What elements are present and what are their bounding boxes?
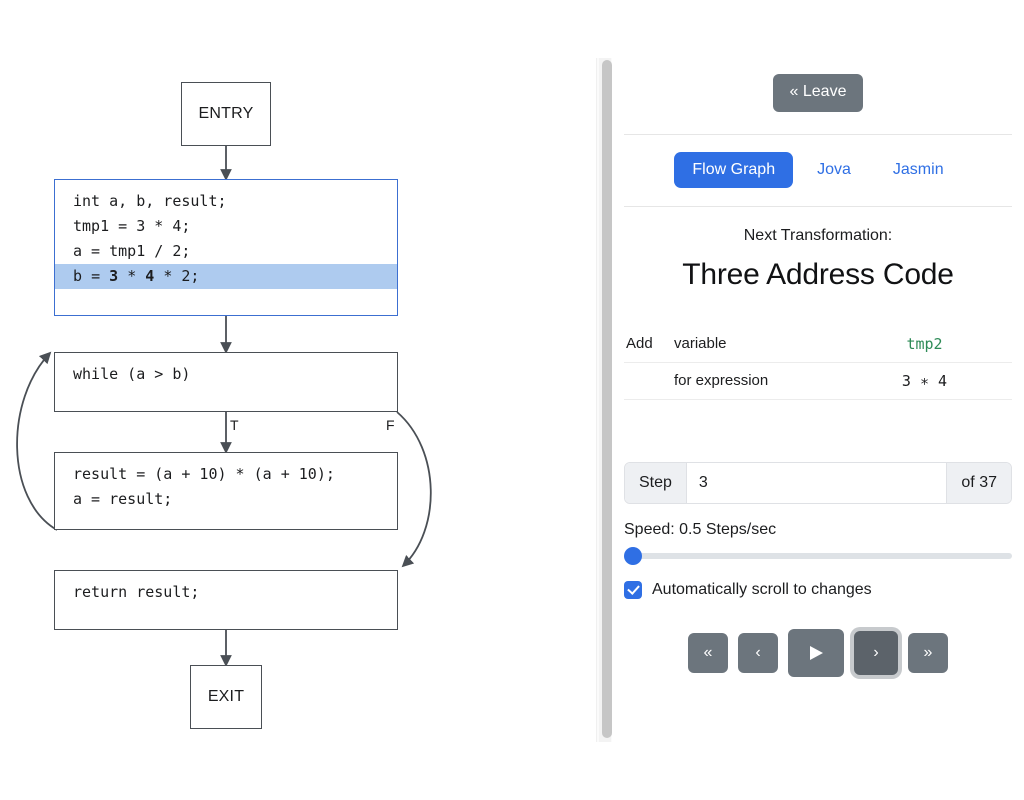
edge-label-true: T	[230, 417, 239, 433]
code-line: a = result;	[73, 490, 173, 508]
speed-slider-thumb[interactable]	[624, 546, 642, 565]
last-step-button[interactable]: »	[908, 632, 948, 673]
table-row: for expression 3 ∗ 4	[624, 362, 1012, 400]
cfg-node-entry-label: ENTRY	[198, 105, 254, 122]
control-panel: « Leave Flow Graph Jova Jasmin Next Tran…	[612, 0, 1024, 800]
flow-graph-edges	[16, 146, 432, 667]
autoscroll-row: Automatically scroll to changes	[624, 580, 1012, 599]
code-line: tmp1 = 3 * 4;	[73, 217, 191, 235]
play-icon	[809, 645, 823, 660]
cfg-node-return[interactable]: return result;	[54, 570, 398, 630]
cfg-node-while-condition[interactable]: while (a > b)	[54, 352, 398, 412]
code-line: return result;	[73, 583, 200, 601]
detail-key-primary: Add	[624, 325, 672, 363]
next-transformation-block: Next Transformation: Three Address Code	[624, 207, 1012, 300]
first-step-button[interactable]: «	[688, 632, 728, 673]
transformation-details-table: Add variable tmp2 for expression 3 ∗ 4	[624, 325, 1012, 400]
spacer	[624, 400, 1012, 462]
scrollbar-thumb[interactable]	[602, 60, 612, 738]
divider-tabs	[624, 205, 1012, 207]
cfg-node-entry[interactable]: ENTRY	[181, 82, 271, 146]
autoscroll-checkbox[interactable]	[624, 580, 642, 599]
speed-slider-track[interactable]	[624, 552, 1012, 559]
code-line: while (a > b)	[73, 365, 191, 383]
detail-value: 3 ∗ 4	[837, 362, 1012, 400]
divider-top	[624, 133, 1012, 135]
code-line: int a, b, result;	[73, 192, 227, 210]
step-input[interactable]	[686, 462, 947, 503]
next-transformation-caption: Next Transformation:	[743, 226, 893, 244]
chevron-left-icon: ‹	[755, 643, 761, 661]
scrollbar-track[interactable]	[599, 58, 612, 742]
next-transformation-title: Three Address Code	[682, 258, 954, 292]
cfg-node-exit[interactable]: EXIT	[190, 665, 262, 729]
speed-label: Speed: 0.5 Steps/sec	[624, 520, 777, 538]
step-total-label: of 37	[946, 462, 1011, 503]
code-line-highlighted: b = 3 * 4 * 2;	[55, 264, 397, 289]
code-line: result = (a + 10) * (a + 10);	[73, 465, 335, 483]
flow-graph-canvas[interactable]: ENTRY int a, b, result; tmp1 = 3 * 4; a …	[0, 0, 596, 800]
tab-jasmin[interactable]: Jasmin	[892, 160, 944, 178]
table-row: Add variable tmp2	[624, 325, 1012, 363]
step-input-group: Step of 37	[624, 461, 1012, 504]
leave-button-row: « Leave	[624, 0, 1012, 112]
tab-jova[interactable]: Jova	[817, 160, 851, 178]
edge-label-false: F	[386, 417, 395, 433]
playback-controls: « ‹ › »	[624, 628, 1012, 677]
step-label: Step	[625, 462, 687, 503]
autoscroll-label: Automatically scroll to changes	[652, 580, 872, 598]
double-chevron-left-icon: «	[703, 643, 713, 661]
panel-scrollbar[interactable]	[596, 58, 612, 742]
detail-key-secondary: for expression	[672, 362, 837, 400]
code-line: a = tmp1 / 2;	[73, 242, 191, 260]
cfg-node-exit-label: EXIT	[207, 688, 245, 705]
chevron-right-icon: ›	[873, 643, 879, 661]
detail-value: tmp2	[837, 325, 1012, 363]
previous-step-button[interactable]: ‹	[738, 632, 778, 673]
play-button[interactable]	[788, 628, 844, 677]
cfg-node-declarations[interactable]: int a, b, result; tmp1 = 3 * 4; a = tmp1…	[54, 179, 398, 316]
tab-flow-graph[interactable]: Flow Graph	[674, 151, 794, 188]
next-step-button[interactable]: ›	[854, 630, 898, 675]
speed-slider[interactable]	[624, 546, 1012, 565]
detail-key-primary	[624, 362, 672, 400]
view-tabs: Flow Graph Jova Jasmin	[624, 135, 1012, 206]
cfg-node-loop-body[interactable]: result = (a + 10) * (a + 10); a = result…	[54, 452, 398, 530]
detail-key-secondary: variable	[672, 325, 837, 363]
leave-button[interactable]: « Leave	[772, 74, 864, 112]
double-chevron-right-icon: »	[923, 643, 933, 661]
